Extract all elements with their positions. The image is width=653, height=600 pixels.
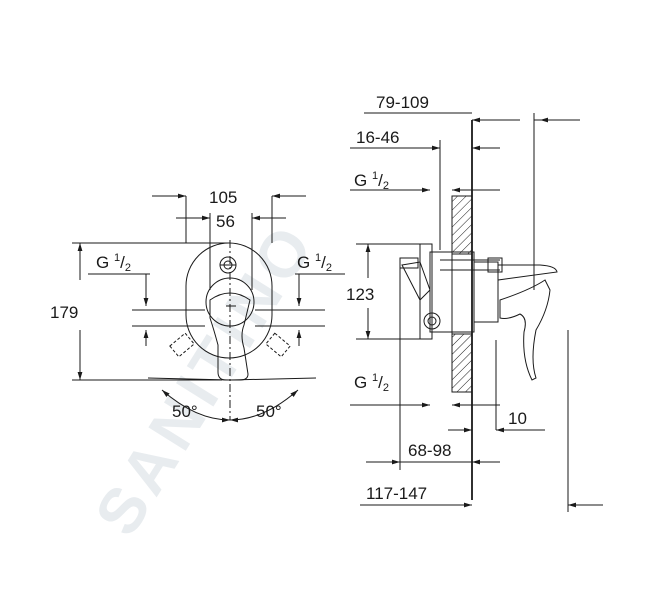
lever-handle [209, 292, 251, 381]
thread-top-label: G 1/2 [354, 170, 389, 192]
dim-179: 179 [50, 303, 78, 322]
dim-68-98: 68-98 [408, 441, 451, 460]
thread-right-label: G 1/2 [297, 252, 332, 274]
thread-bottom-label: G 1/2 [354, 372, 389, 394]
dim-56: 56 [216, 212, 235, 231]
side-view: 79-109 16-46 G 1/2 123 G 1/2 10 [346, 93, 603, 512]
dim-117-147: 117-147 [366, 484, 427, 503]
dim-16-46: 16-46 [356, 128, 399, 147]
dim-105: 105 [209, 188, 237, 207]
dim-79-109: 79-109 [376, 93, 429, 112]
angle-right: 50° [256, 402, 282, 421]
wall-section-lower [451, 333, 473, 393]
wall-section-upper [451, 195, 473, 255]
front-view: 105 56 179 G 1/2 G 1/2 [50, 188, 345, 423]
lever-side [499, 279, 551, 381]
angle-left: 50° [172, 402, 198, 421]
thread-left-label: G 1/2 [96, 252, 131, 274]
dim-10: 10 [508, 409, 527, 428]
dim-123: 123 [346, 285, 374, 304]
